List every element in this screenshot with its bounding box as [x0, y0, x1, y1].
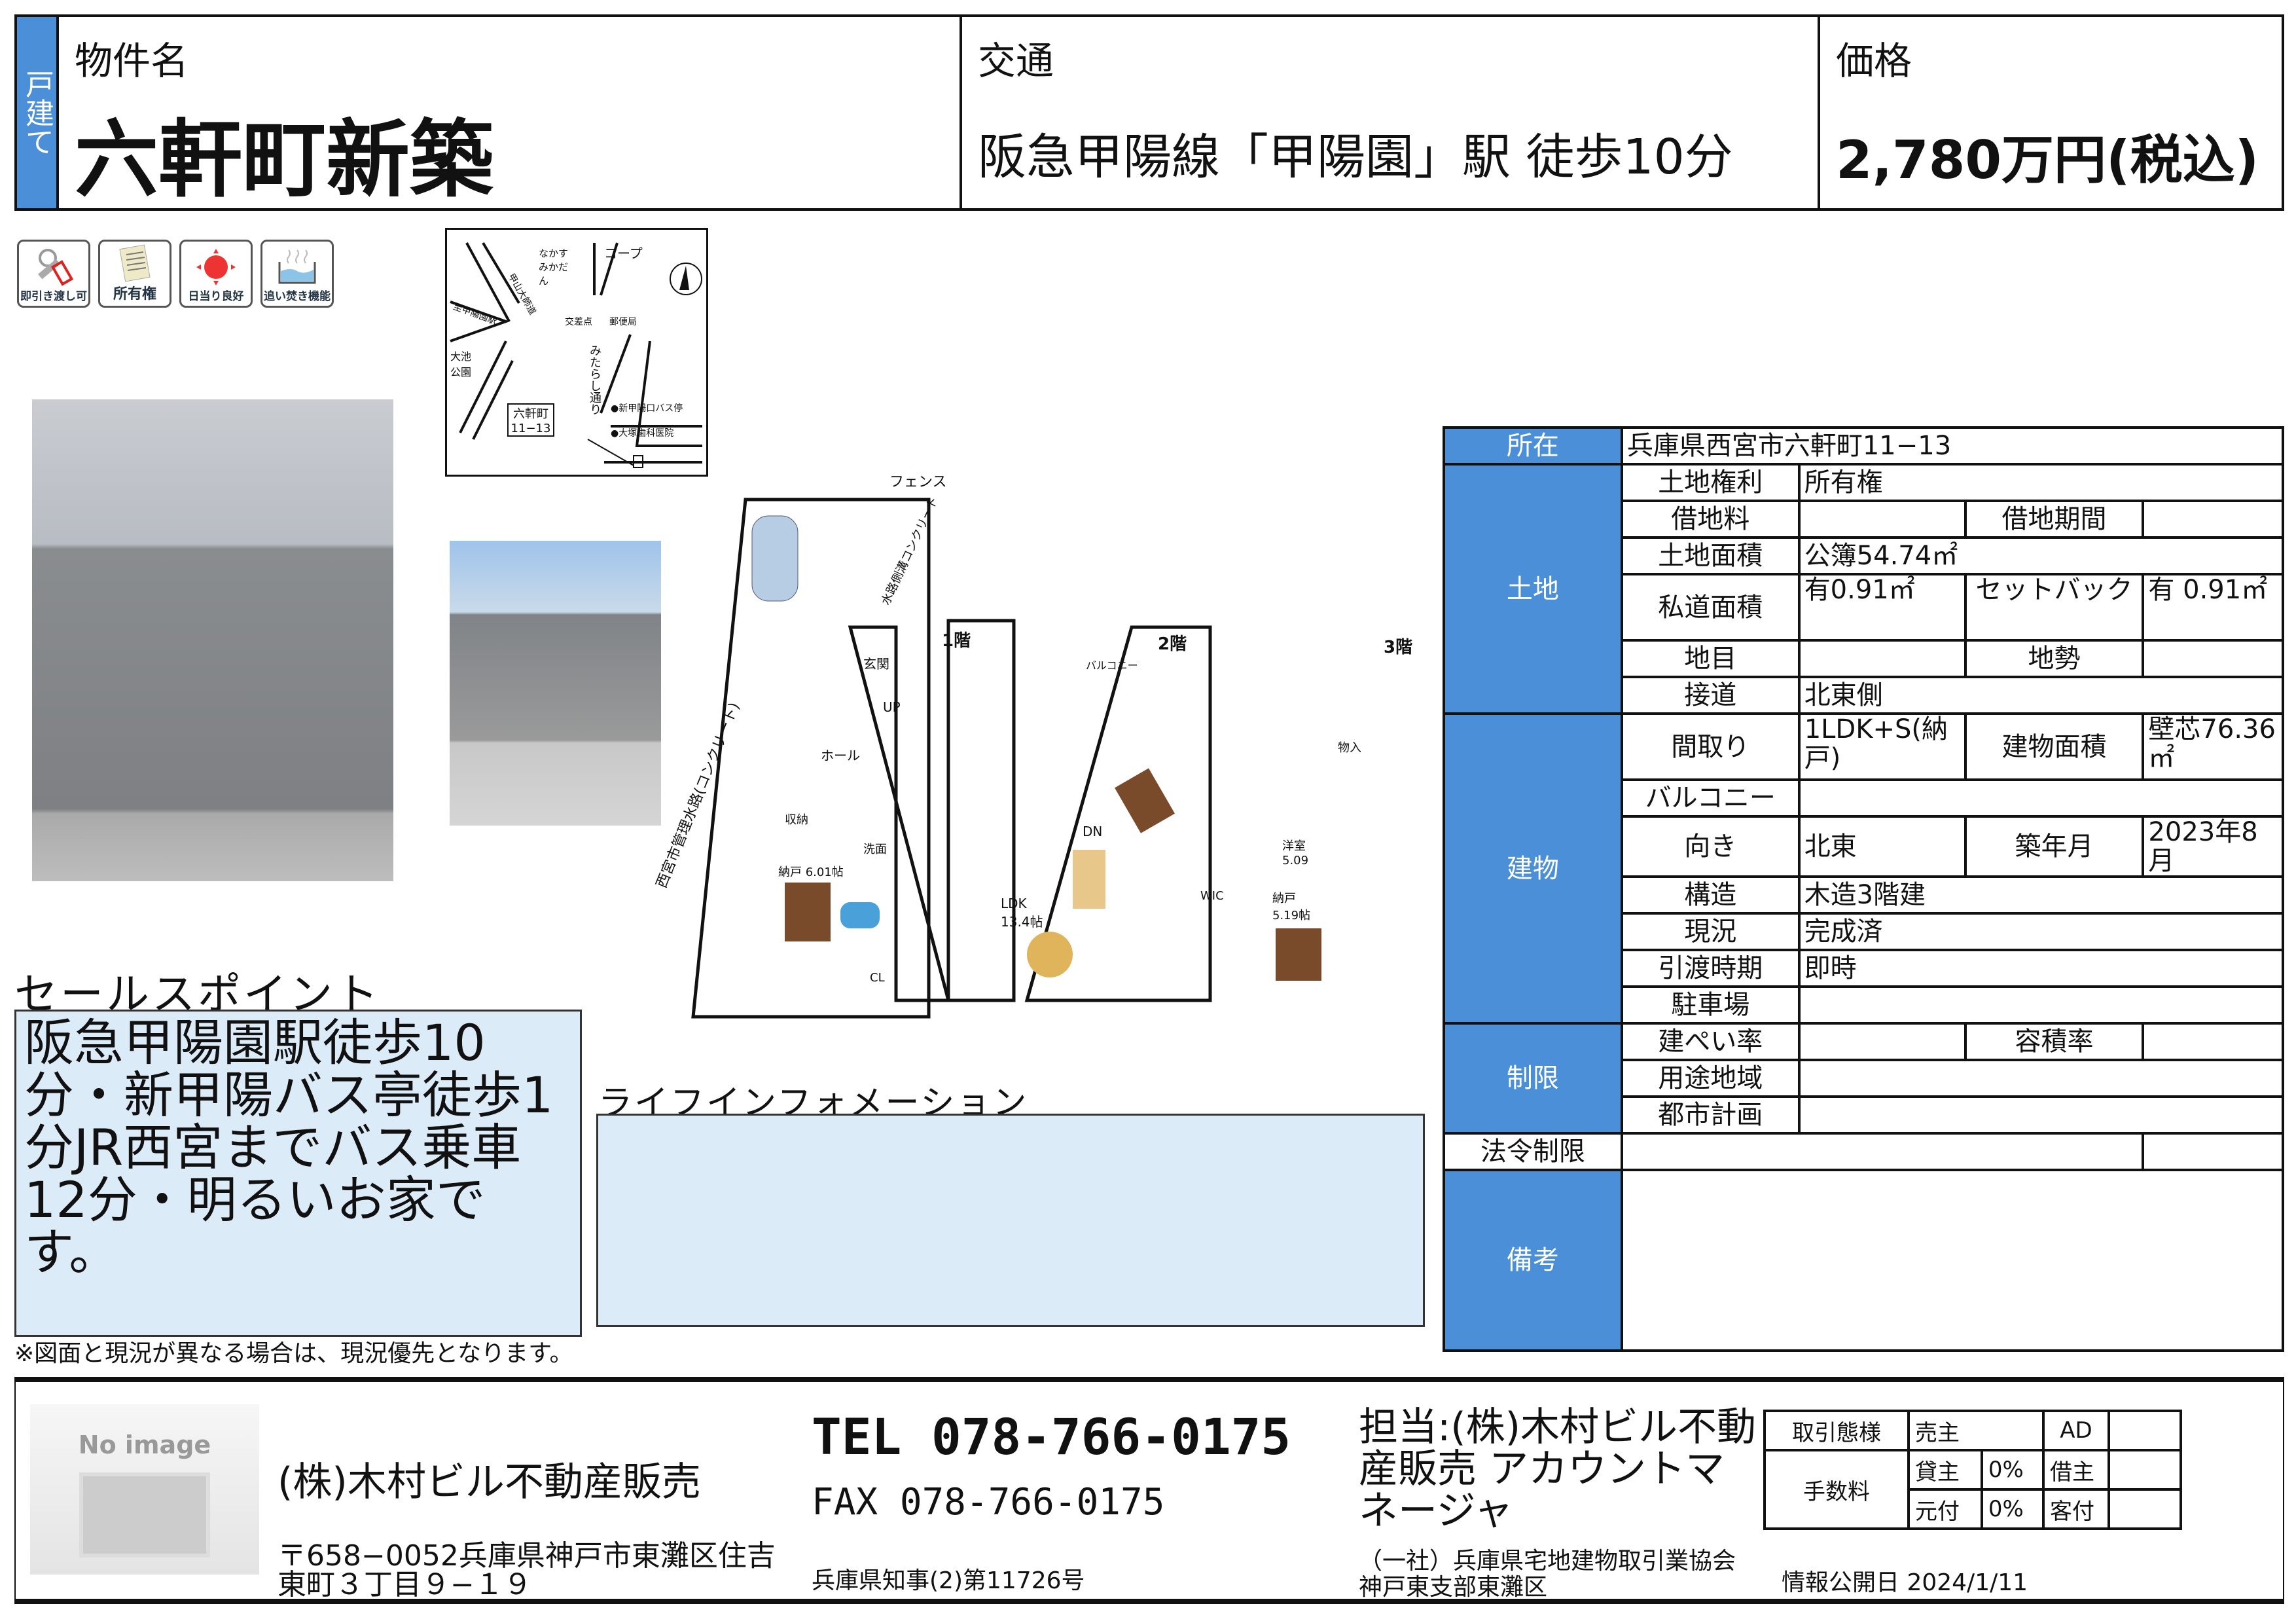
license-number: 兵庫県知事(2)第11726号 — [812, 1567, 1085, 1594]
sales-point-text: 阪急甲陽園駅徒歩10分・新甲陽バス亭徒歩1分JR西宮までバス乗車12分・明るいお… — [14, 1010, 582, 1337]
plan-label: 1階 — [942, 631, 971, 651]
tel-number[interactable]: TEL 078-766-0175 — [812, 1408, 1291, 1466]
feature-reheat: 追い焚き機能 — [260, 240, 334, 308]
map-label: コープ — [604, 246, 643, 261]
spec-table: 所在兵庫県西宮市六軒町11−13 土地土地権利所有権 借地料借地期間 土地面積公… — [1443, 426, 2285, 1352]
feature-label: 即引き渡し可 — [20, 290, 87, 303]
law-label: 法令制限 — [1443, 1132, 1623, 1171]
plan-label: 3階 — [1384, 638, 1413, 657]
map-label: ●新甲陽口バス停 — [611, 403, 683, 414]
name-cell: 物件名 六軒町新築 — [59, 17, 962, 209]
parking-photo — [450, 541, 661, 826]
house-exterior-photo — [32, 399, 393, 881]
plan-label: 洋室 5.09 — [1282, 839, 1309, 867]
building-icon — [79, 1472, 210, 1558]
feature-sunny: 日当り良好 — [179, 240, 253, 308]
company-address: 〒658−0052兵庫県神戸市東灘区住吉東町３丁目９−１９ — [278, 1539, 776, 1601]
company-name: (株)木村ビル不動産販売 — [278, 1459, 701, 1505]
key-icon — [37, 249, 74, 286]
no-image-placeholder: No image — [30, 1404, 259, 1575]
plan-label: 2階 — [1158, 634, 1187, 654]
plan-label: ホール — [821, 748, 860, 763]
plan-label: WIC — [1200, 889, 1224, 903]
remarks-section: 備考 — [1443, 1169, 1623, 1352]
building-section: 建物 — [1443, 712, 1623, 1025]
map-label: みたらし通り — [588, 344, 601, 415]
document-icon — [119, 244, 151, 282]
map-label: 大池公園 — [450, 350, 472, 378]
plan-label: 納戸 6.01帖 — [778, 866, 844, 879]
land-section: 土地 — [1443, 463, 1623, 715]
traffic-cell: 交通 阪急甲陽線「甲陽園」駅 徒歩10分 — [962, 17, 1820, 208]
price-label: 価格 — [1836, 39, 1912, 83]
restriction-section: 制限 — [1443, 1022, 1623, 1135]
traffic-value: 阪急甲陽線「甲陽園」駅 徒歩10分 — [978, 129, 1733, 185]
map-label: 交差点 — [565, 317, 592, 327]
footer — [14, 1377, 2284, 1604]
fax-number: FAX 078-766-0175 — [812, 1481, 1165, 1523]
access-map: なかすみかだん コープ 甲山大師道 至甲陽園駅 交差点 郵便局 大池公園 みたら… — [445, 228, 708, 477]
floor-plan-drawing — [691, 498, 1321, 1019]
plan-label: 収納 — [785, 813, 808, 827]
plan-label: CL — [870, 971, 885, 985]
floor-plan: フェンス 水路側溝コンクリート 西宮市管理水路(コンクリート) 1階 玄関 UP… — [654, 470, 1418, 1021]
property-name: 六軒町新築 — [75, 111, 494, 209]
publish-date: 情報公開日 2024/1/11 — [1782, 1569, 2028, 1596]
feature-label: 日当り良好 — [188, 290, 244, 303]
no-image-text: No image — [78, 1431, 211, 1459]
plan-label: バルコニー — [1086, 659, 1138, 672]
feature-icons: 即引き渡し可 所有権 日当り良好 追い焚き機能 — [17, 240, 334, 308]
type-tab: 戸建て — [17, 17, 59, 208]
map-roads — [450, 242, 702, 468]
contact-person: 担当:(株)木村ビル不動産販売 アカウントマネージャ — [1359, 1404, 1757, 1534]
bath-icon — [278, 249, 316, 284]
life-info-box — [596, 1114, 1425, 1327]
plan-label: 納戸 5.19帖 — [1272, 892, 1311, 922]
price-cell: 価格 2,780万円(税込) — [1820, 17, 2282, 208]
location-value: 兵庫県西宮市六軒町11−13 — [1620, 426, 2285, 465]
name-label: 物件名 — [75, 39, 189, 83]
disclaimer-note: ※図面と現況が異なる場合は、現況優先となります。 — [14, 1340, 573, 1367]
feature-label: 所有権 — [113, 286, 156, 302]
property-header: 戸建て 物件名 六軒町新築 交通 阪急甲陽線「甲陽園」駅 徒歩10分 価格 2,… — [14, 14, 2284, 211]
association: （一社）兵庫県宅地建物取引業協会神戸東支部東灘区 — [1359, 1548, 1736, 1601]
price-value: 2,780万円(税込) — [1836, 130, 2259, 191]
sun-icon — [196, 249, 236, 285]
plan-label: フェンス — [889, 474, 947, 490]
plan-label: UP — [883, 699, 901, 715]
map-label: 郵便局 — [609, 317, 637, 327]
map-label: ●大塚歯科医院 — [611, 428, 674, 439]
plan-label: 物入 — [1338, 741, 1361, 755]
location-label: 所在 — [1443, 426, 1623, 465]
plan-label: DN — [1083, 824, 1103, 839]
map-label: なかすみかだん — [539, 247, 569, 287]
plan-label: 玄関 — [863, 656, 889, 672]
feature-label: 追い焚き機能 — [264, 290, 331, 303]
map-address-label: 六軒町 11−13 — [507, 403, 554, 437]
feature-ownership: 所有権 — [98, 240, 171, 308]
compass-icon — [670, 263, 702, 295]
plan-label: LDK 13.4帖 — [1001, 896, 1043, 930]
plan-label: 洗面 — [863, 843, 887, 856]
feature-immediate: 即引き渡し可 — [17, 240, 90, 308]
traffic-label: 交通 — [978, 39, 1054, 83]
